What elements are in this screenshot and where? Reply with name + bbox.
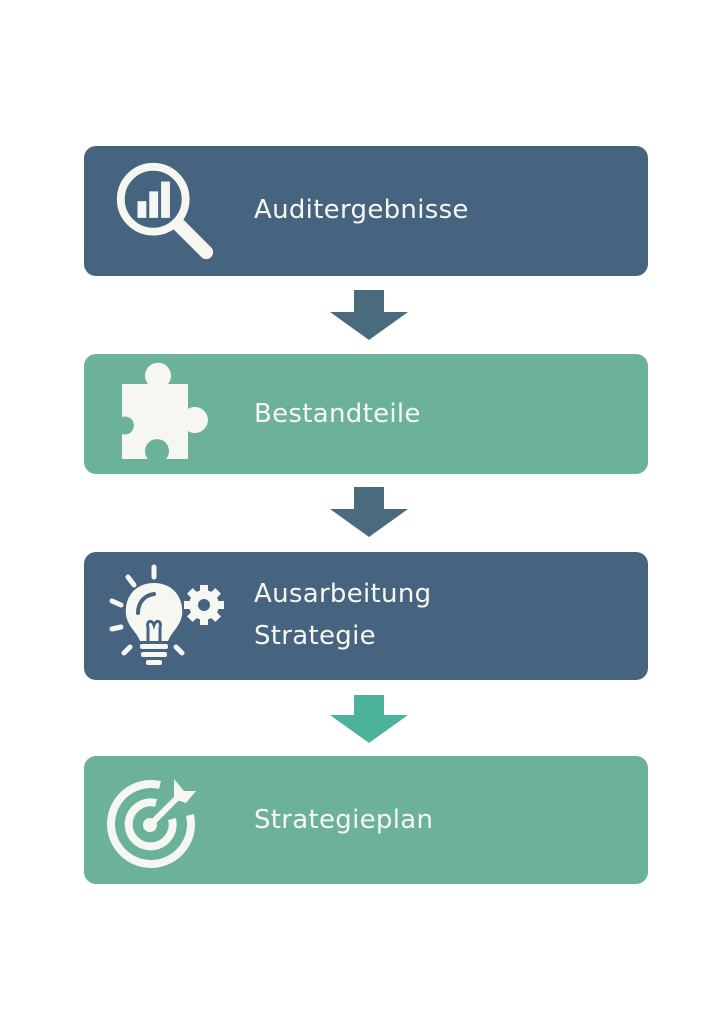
- step-label: Bestandteile: [254, 399, 421, 429]
- magnifier-chart-icon: [110, 156, 220, 266]
- step-label: Strategieplan: [254, 805, 434, 835]
- arrow-down-icon: [330, 290, 408, 344]
- step-label-line2: Strategie: [254, 621, 376, 651]
- step-label-line1: Ausarbeitung: [254, 579, 432, 609]
- step-label: Auditergebnisse: [254, 195, 469, 225]
- arrow-down-icon: [330, 487, 408, 541]
- puzzle-piece-icon: [110, 359, 220, 469]
- step-bestandteile: Bestandteile: [84, 354, 648, 474]
- target-arrow-icon: [98, 765, 208, 875]
- step-auditergebnisse: Auditergebnisse: [84, 146, 648, 276]
- step-ausarbeitung-strategie: Ausarbeitung Strategie: [84, 552, 648, 680]
- step-strategieplan: Strategieplan: [84, 756, 648, 884]
- arrow-down-icon: [330, 695, 408, 747]
- lightbulb-gear-icon: [104, 561, 229, 671]
